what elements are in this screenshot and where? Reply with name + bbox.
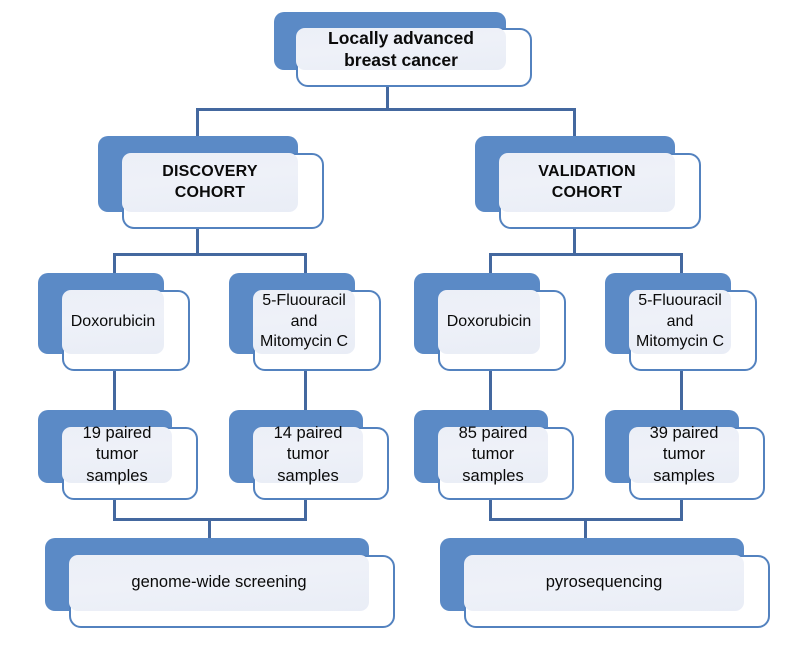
- connector-to-discovery-drug-b: [304, 253, 307, 275]
- connector-validation-count-b-down: [680, 498, 683, 520]
- connector-to-validation-drug-b: [680, 253, 683, 275]
- node-validation-drug-b[interactable]: 5-Fluouracil and Mitomycin C: [605, 273, 757, 371]
- node-validation-drug-a-panel: Doxorubicin: [438, 290, 540, 354]
- connector-validation-count-a-down: [489, 498, 492, 520]
- node-discovery-drug-b[interactable]: 5-Fluouracil and Mitomycin C: [229, 273, 381, 371]
- node-discovery-cohort[interactable]: DISCOVERY COHORT: [98, 136, 324, 229]
- node-discovery-cohort-panel: DISCOVERY COHORT: [122, 153, 298, 212]
- connector-to-validation-cohort: [573, 108, 576, 137]
- connector-discovery-bus: [113, 253, 307, 256]
- node-validation-cohort[interactable]: VALIDATION COHORT: [475, 136, 701, 229]
- connector-validation-stem: [573, 228, 576, 255]
- node-validation-drug-b-panel: 5-Fluouracil and Mitomycin C: [629, 290, 731, 354]
- connector-validation-drug-b-to-count: [680, 370, 683, 412]
- node-root-label: Locally advanced breast cancer: [328, 27, 474, 70]
- node-validation-drug-a-label: Doxorubicin: [446, 312, 532, 330]
- node-validation-count-b[interactable]: 39 paired tumor samples: [605, 410, 765, 500]
- node-validation-cohort-panel: VALIDATION COHORT: [499, 153, 675, 212]
- connector-to-discovery-drug-a: [113, 253, 116, 275]
- node-pyrosequencing-label: pyrosequencing: [545, 573, 663, 592]
- node-validation-cohort-label: VALIDATION COHORT: [538, 163, 636, 201]
- connector-discovery-count-b-down: [304, 498, 307, 520]
- node-genome-wide-screening-panel: genome-wide screening: [69, 555, 369, 611]
- connector-root-bus: [196, 108, 576, 111]
- node-genome-wide-screening[interactable]: genome-wide screening: [45, 538, 395, 628]
- connector-to-discovery-cohort: [196, 108, 199, 137]
- connector-root-stem: [386, 86, 389, 110]
- node-validation-count-a-panel: 85 paired tumor samples: [438, 424, 548, 485]
- node-discovery-drug-a[interactable]: Doxorubicin: [38, 273, 190, 371]
- connector-discovery-drug-b-to-count: [304, 370, 307, 412]
- connector-validation-drug-a-to-count: [489, 370, 492, 412]
- connector-discovery-drug-a-to-count: [113, 370, 116, 412]
- node-validation-drug-b-label: 5-Fluouracil and Mitomycin C: [635, 292, 724, 351]
- node-discovery-drug-a-label: Doxorubicin: [70, 312, 156, 330]
- node-discovery-drug-b-label: 5-Fluouracil and Mitomycin C: [259, 292, 348, 351]
- connector-validation-bus: [489, 253, 683, 256]
- node-discovery-count-a-label: 19 paired tumor samples: [82, 424, 152, 485]
- node-discovery-drug-a-panel: Doxorubicin: [62, 290, 164, 354]
- connector-to-pyrosequencing: [584, 518, 587, 540]
- node-discovery-count-a[interactable]: 19 paired tumor samples: [38, 410, 198, 500]
- node-discovery-drug-b-panel: 5-Fluouracil and Mitomycin C: [253, 290, 355, 354]
- node-genome-wide-screening-label: genome-wide screening: [131, 573, 307, 592]
- node-root[interactable]: Locally advanced breast cancer: [274, 12, 532, 87]
- node-validation-count-a-label: 85 paired tumor samples: [458, 424, 528, 485]
- node-discovery-count-b-label: 14 paired tumor samples: [273, 424, 343, 485]
- node-validation-count-b-label: 39 paired tumor samples: [649, 424, 719, 485]
- node-validation-count-b-panel: 39 paired tumor samples: [629, 424, 739, 485]
- connector-discovery-count-a-down: [113, 498, 116, 520]
- node-validation-drug-a[interactable]: Doxorubicin: [414, 273, 566, 371]
- connector-to-validation-drug-a: [489, 253, 492, 275]
- node-discovery-count-a-panel: 19 paired tumor samples: [62, 424, 172, 485]
- connector-discovery-stem: [196, 228, 199, 255]
- node-discovery-count-b-panel: 14 paired tumor samples: [253, 424, 363, 485]
- node-discovery-count-b[interactable]: 14 paired tumor samples: [229, 410, 389, 500]
- node-pyrosequencing-panel: pyrosequencing: [464, 555, 744, 611]
- connector-to-genome-wide-screening: [208, 518, 211, 540]
- node-root-panel: Locally advanced breast cancer: [296, 28, 506, 70]
- node-discovery-cohort-label: DISCOVERY COHORT: [162, 163, 258, 201]
- node-validation-count-a[interactable]: 85 paired tumor samples: [414, 410, 574, 500]
- node-pyrosequencing[interactable]: pyrosequencing: [440, 538, 770, 628]
